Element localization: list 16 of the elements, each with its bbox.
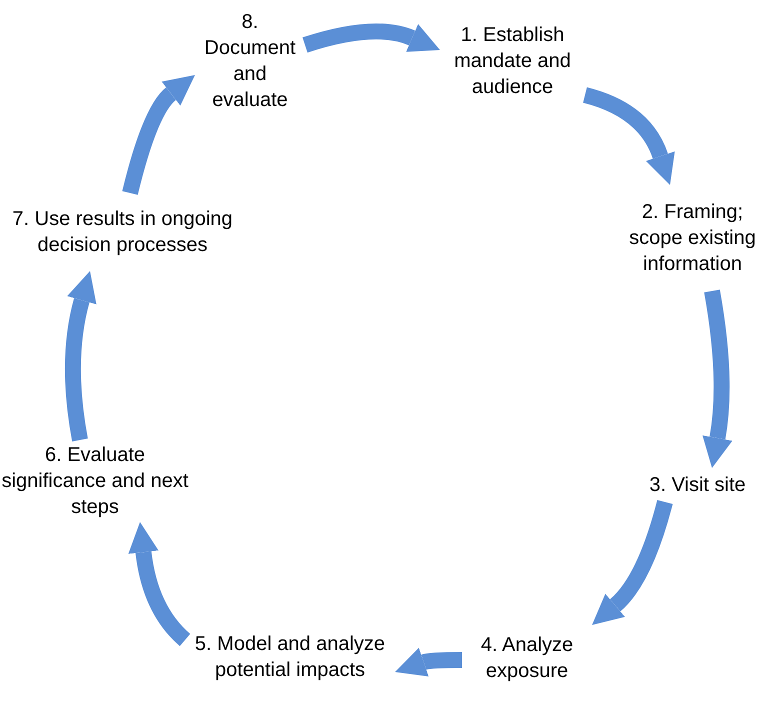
curved-arrow: [64, 270, 96, 442]
curved-arrow: [702, 290, 732, 468]
step-label: 2. Framing; scope existing information: [628, 200, 757, 277]
curved-arrow: [582, 87, 675, 185]
curved-arrow: [592, 500, 673, 626]
curved-arrow: [122, 73, 194, 195]
step-label: 4. Analyze exposure: [480, 633, 574, 684]
step-label: 3. Visit site: [649, 473, 746, 498]
curved-arrow: [128, 522, 190, 646]
curved-arrow: [394, 648, 462, 677]
curved-arrow: [302, 23, 441, 53]
step-label: 7. Use results in ongoing decision processes: [11, 207, 234, 258]
step-label: 5. Model and analyze potential impacts: [194, 632, 386, 683]
step-label: 1. Establish mandate and audience: [453, 22, 572, 100]
step-label: 8. Document and evaluate: [203, 10, 297, 113]
step-label: 6. Evaluate significance and next steps: [0, 443, 190, 520]
